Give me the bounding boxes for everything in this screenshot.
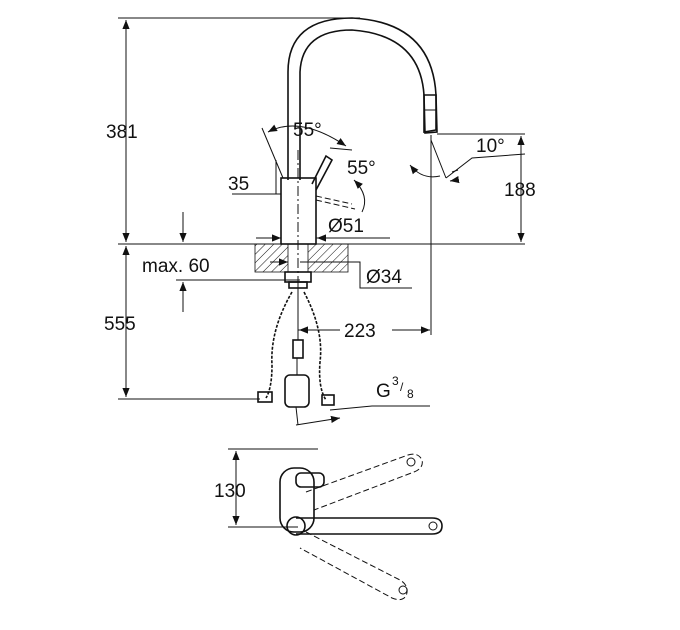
hose-weight bbox=[284, 374, 310, 408]
lever-angle-label: 55° bbox=[347, 158, 376, 179]
hose-left bbox=[265, 291, 293, 399]
spout-angle-label: 55° bbox=[293, 120, 322, 141]
reach-label: 223 bbox=[344, 321, 376, 342]
offset-label: 130 bbox=[214, 481, 246, 502]
lever-rotated bbox=[315, 195, 356, 210]
lever-angle-arc bbox=[329, 147, 353, 151]
thread-denominator: 8 bbox=[407, 387, 414, 401]
thread-numerator: 3 bbox=[392, 374, 399, 388]
spout bbox=[287, 17, 437, 180]
deck-hatch-right bbox=[307, 243, 349, 273]
svg-text:/: / bbox=[400, 380, 404, 394]
max-deck-label: max. 60 bbox=[142, 256, 210, 277]
thread-label-prefix: G bbox=[376, 381, 391, 402]
top-view-spout bbox=[296, 517, 443, 535]
hose-fitting-left bbox=[257, 391, 273, 403]
hose-right bbox=[303, 291, 327, 401]
body-diameter-label: Ø51 bbox=[328, 216, 364, 237]
height-label: 381 bbox=[106, 122, 138, 143]
spout-rotated-lower bbox=[299, 531, 408, 601]
top-view-body bbox=[279, 467, 315, 533]
top-view-lever bbox=[295, 472, 325, 488]
top-view: 130 bbox=[214, 448, 443, 601]
lever-height-label: 35 bbox=[228, 174, 249, 195]
hole-diameter-label: Ø34 bbox=[366, 267, 402, 288]
spout-height-label: 188 bbox=[504, 180, 536, 201]
spray-head bbox=[423, 94, 438, 134]
front-view: 381 555 max. 60 55° 55° 35 bbox=[104, 17, 536, 426]
hose-length-label: 555 bbox=[104, 314, 136, 335]
tilt-angle-label: 10° bbox=[476, 136, 505, 157]
spout-rotated-upper bbox=[305, 453, 423, 511]
lever bbox=[311, 154, 334, 191]
deck-hatch-left bbox=[254, 243, 289, 273]
hose-fitting-right bbox=[321, 394, 335, 406]
